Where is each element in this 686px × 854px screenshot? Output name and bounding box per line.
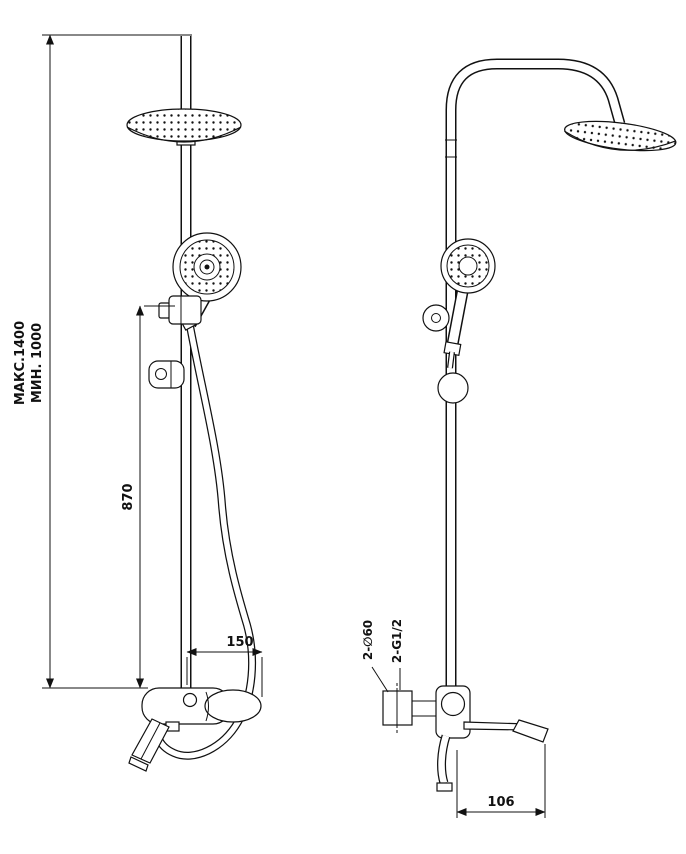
side-mixer — [435, 685, 549, 792]
side-dimensions: 2-∅60 2-G1/2 106 — [361, 619, 546, 818]
front-rain-shower-head — [126, 108, 242, 143]
side-rain-shower-head — [564, 120, 677, 152]
front-view: МАКС.1400 МИН. 1000 870 150 — [13, 34, 263, 772]
side-wall-bracket — [422, 304, 450, 332]
dim-connection-thread: 2-G1/2 — [390, 619, 404, 663]
side-view: 2-∅60 2-G1/2 106 — [361, 58, 677, 818]
dim-spout-reach: 150 — [226, 635, 253, 650]
front-mixer — [128, 687, 262, 772]
side-riser-pipe — [445, 58, 626, 690]
dim-mount-holes: 2-∅60 — [361, 620, 375, 660]
dim-max-height: МАКС.1400 — [13, 321, 28, 405]
dim-min-height: МИН. 1000 — [30, 323, 45, 403]
side-diverter-knob — [437, 372, 469, 404]
front-dimensions: МАКС.1400 МИН. 1000 870 150 — [13, 34, 263, 697]
dim-depth: 106 — [487, 795, 514, 810]
dim-bracket-height: 870 — [121, 483, 136, 510]
mixer-handle — [204, 689, 262, 723]
side-wall-flange — [382, 683, 438, 733]
front-rail-clamp — [148, 360, 185, 389]
side-lever-blade — [512, 719, 549, 743]
front-slider-bracket — [158, 295, 202, 325]
side-spout-tip — [436, 782, 453, 792]
front-shower-hose — [153, 322, 257, 760]
side-hand-shower — [440, 238, 496, 369]
